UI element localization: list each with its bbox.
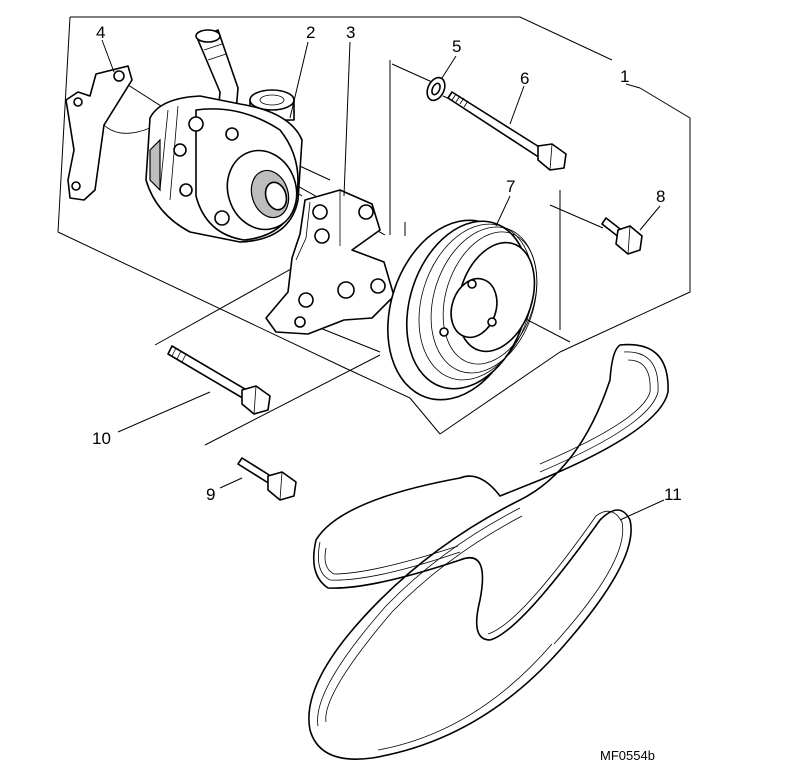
callout-11: 11 [664, 485, 682, 504]
pump-mounting-plate [265, 189, 395, 335]
callout-1: 1 [620, 67, 629, 86]
callout-6: 6 [520, 69, 529, 88]
power-steering-pump [145, 29, 303, 243]
bracket-bolt-long [167, 345, 271, 415]
leader-lines [101, 39, 665, 521]
callout-4: 4 [96, 23, 105, 42]
pump-mounting-bolt-long [447, 91, 567, 171]
callout-8: 8 [656, 187, 665, 206]
callout-10: 10 [92, 429, 111, 448]
callout-5: 5 [452, 37, 461, 56]
callout-7: 7 [506, 177, 515, 196]
callout-2: 2 [306, 23, 315, 42]
callout-9: 9 [206, 485, 215, 504]
callout-3: 3 [346, 23, 355, 42]
callout-labels: 1 2 3 4 5 6 7 8 9 10 11 [92, 23, 682, 504]
pump-mounting-bracket [65, 65, 151, 201]
drive-belt [308, 343, 669, 760]
bracket-bolt-short [237, 457, 297, 501]
pump-pulley [387, 219, 538, 401]
sealing-washer [426, 76, 446, 102]
figure-reference: MF0554b [600, 748, 655, 763]
assembly-frame [57, 16, 691, 435]
pulley-bolt [601, 217, 643, 255]
